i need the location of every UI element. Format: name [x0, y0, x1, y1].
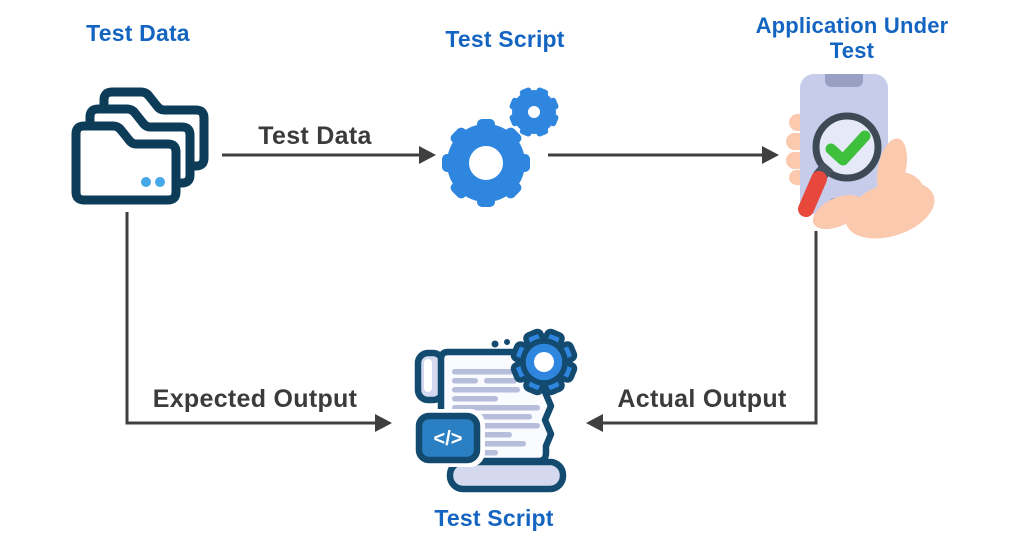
- scroll-curl-highlight: [424, 359, 432, 392]
- arrowhead-right-icon: [762, 146, 779, 164]
- scroll-dot: [491, 340, 499, 348]
- code-glyph: </>: [434, 428, 463, 450]
- hand-holding-phone-icon: [786, 74, 935, 239]
- code-scroll-icon: </>: [411, 328, 578, 493]
- scroll-dot: [504, 339, 510, 345]
- small-gear-icon: [509, 87, 559, 137]
- arrowhead-left-icon: [586, 414, 603, 432]
- phone-notch: [825, 74, 863, 87]
- thumb: [812, 194, 864, 230]
- test-script-bottom-title: Test Script: [434, 505, 554, 531]
- hand-palm: [812, 138, 935, 239]
- scroll-bottom-roll: [446, 458, 567, 493]
- arrowhead-right-icon: [419, 146, 436, 164]
- edge-label-expected-output: Expected Output: [152, 385, 358, 413]
- arrowhead-right-icon: [375, 414, 392, 432]
- edge-label-test-data: Test Data: [258, 122, 372, 150]
- double-gears-icon: [442, 87, 559, 207]
- stacked-folders-icon: [70, 78, 220, 208]
- edge-label-actual-output: Actual Output: [617, 385, 787, 413]
- test-data-title: Test Data: [86, 20, 190, 46]
- folder-dot: [141, 177, 151, 187]
- application-under-test-title: Application Under Test: [755, 13, 949, 63]
- large-gear-icon: [442, 119, 530, 207]
- code-badge-icon: </>: [411, 409, 485, 467]
- test-script-top-title: Test Script: [445, 26, 565, 52]
- scroll-gear-icon: [510, 328, 578, 396]
- magnifier-handle: [798, 171, 827, 217]
- folder-dot: [155, 177, 165, 187]
- magnifier-ring: [812, 112, 882, 182]
- arrow-actual-output-line: [602, 231, 818, 425]
- checkmark-icon: [825, 130, 871, 166]
- arrow-expected-output-line: [125, 212, 376, 425]
